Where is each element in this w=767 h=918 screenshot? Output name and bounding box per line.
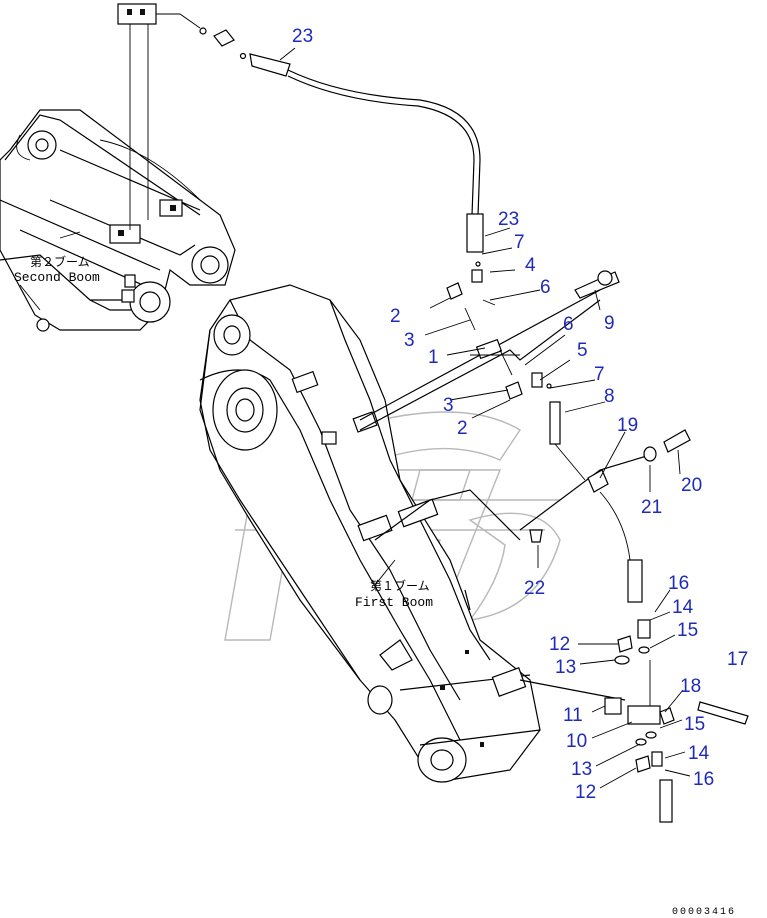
callout-12[interactable]: 12 <box>549 634 570 655</box>
callout-13[interactable]: 13 <box>555 657 576 678</box>
hardware <box>446 261 749 823</box>
callout-16[interactable]: 16 <box>693 769 714 790</box>
callout-15[interactable]: 15 <box>677 620 698 641</box>
callout-3[interactable]: 3 <box>404 330 415 351</box>
callout-1[interactable]: 1 <box>428 347 439 368</box>
callout-11[interactable]: 11 <box>563 705 583 726</box>
callout-23[interactable]: 23 <box>498 209 519 230</box>
second-boom <box>0 109 236 332</box>
boom-labels: 第２ブーム Second Boom 第１ブーム First Boom 00003… <box>14 254 736 918</box>
first-boom-jp-label: 第１ブーム <box>370 578 430 593</box>
callout-5[interactable]: 5 <box>577 340 588 361</box>
second-boom-jp-label: 第２ブーム <box>30 254 90 269</box>
callout-4[interactable]: 4 <box>525 255 536 276</box>
callout-6[interactable]: 6 <box>540 277 551 298</box>
callout-2[interactable]: 2 <box>457 418 468 439</box>
callout-14[interactable]: 14 <box>688 743 710 764</box>
callout-22[interactable]: 22 <box>524 578 545 599</box>
callout-19[interactable]: 19 <box>617 415 638 436</box>
callout-6[interactable]: 6 <box>563 314 574 335</box>
callout-3[interactable]: 3 <box>443 395 454 416</box>
callout-17[interactable]: 17 <box>727 649 748 670</box>
callout-15[interactable]: 15 <box>684 714 705 735</box>
callout-21[interactable]: 21 <box>641 497 662 518</box>
callout-10[interactable]: 10 <box>566 731 587 752</box>
callout-8[interactable]: 8 <box>604 386 615 407</box>
first-boom <box>199 284 541 783</box>
drawing-code: 00003416 <box>672 907 736 918</box>
first-boom-en-label: First Boom <box>355 595 433 610</box>
callout-7[interactable]: 7 <box>514 232 525 253</box>
callout-7[interactable]: 7 <box>594 364 605 385</box>
callout-numbers: 23 23 7 4 6 2 3 9 6 1 5 7 3 8 2 19 20 21… <box>292 26 748 803</box>
callout-2[interactable]: 2 <box>390 306 401 327</box>
callout-13[interactable]: 13 <box>571 759 592 780</box>
callout-20[interactable]: 20 <box>681 475 702 496</box>
callout-14[interactable]: 14 <box>672 597 694 618</box>
leader-lines <box>19 47 691 789</box>
callout-9[interactable]: 9 <box>604 313 615 334</box>
callout-18[interactable]: 18 <box>680 676 701 697</box>
callout-16[interactable]: 16 <box>668 573 689 594</box>
second-boom-en-label: Second Boom <box>14 270 100 285</box>
upper-hose <box>117 3 484 253</box>
callout-23[interactable]: 23 <box>292 26 313 47</box>
callout-12[interactable]: 12 <box>575 782 596 803</box>
